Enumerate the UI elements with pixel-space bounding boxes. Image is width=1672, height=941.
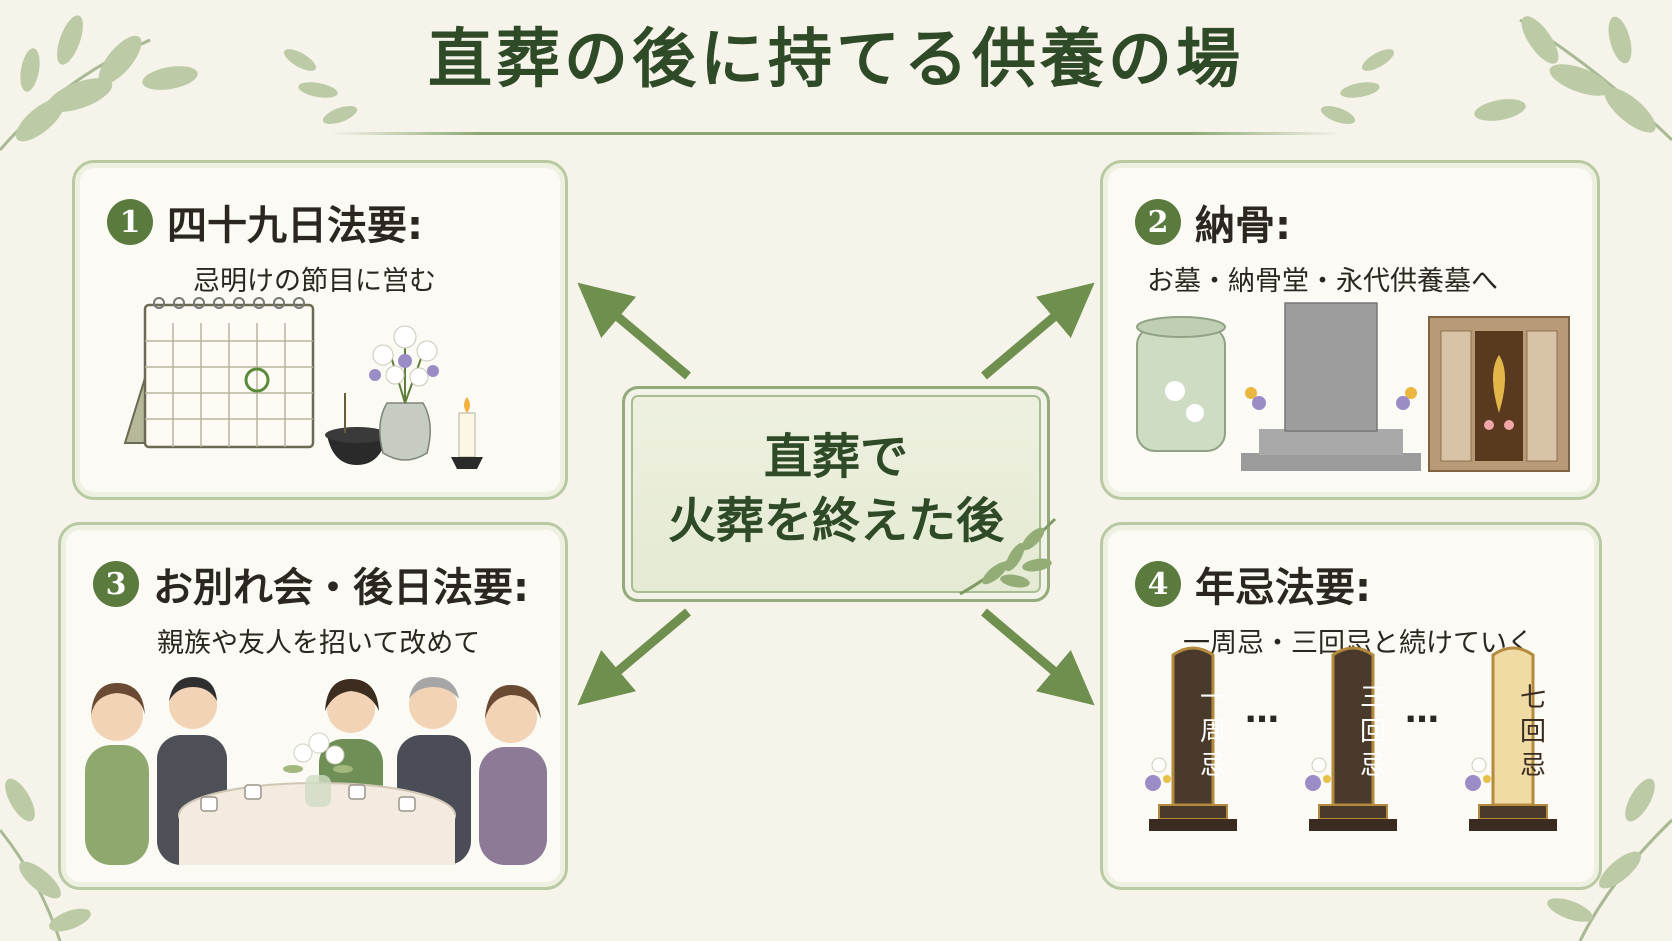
center-line-2: 火葬を終えた後 [667,493,1004,549]
arrow-to-card-3 [577,608,691,706]
card-3-title: お別れ会・後日法要: [153,565,529,611]
ellipsis-2: … [1405,691,1439,731]
card-owakarekai: 3 お別れ会・後日法要: 親族や友人を招いて改めて [58,522,568,890]
incense-burner-icon [325,393,389,465]
arrow-to-card-1 [577,282,691,380]
card-3-subtitle: 親族や友人を招いて改めて [157,628,481,659]
card-1-subtitle: 忌明けの節目に営む [193,266,436,297]
card-2-subtitle: お墓・納骨堂・永代供養墓へ [1147,266,1498,297]
card-2-header: 2 納骨: [1135,193,1291,251]
tablet-label-3: 七回忌 [1519,683,1546,781]
tablets-illustration [1145,646,1557,831]
number-badge: 1 [107,199,153,245]
title-area: 直葬の後に持てる供養の場 [0,22,1672,99]
memorial-tablet-icon [1469,646,1557,831]
tablet-label-1: 一周忌 [1199,683,1226,781]
tablet-label-2: 三回忌 [1359,683,1386,781]
card-nenki: 4 年忌法要: 一周忌・三回忌と続けていく 一周忌 三回忌 七回忌 … … [1100,522,1602,890]
card-1-title: 四十九日法要: [167,203,423,249]
calendar-icon [123,297,315,449]
card-shijuukunichi: 1 四十九日法要: 忌明けの節目に営む [72,160,568,500]
title-underline [330,132,1340,135]
card-2-title: 納骨: [1195,203,1291,249]
center-leaf-sprig [959,517,1057,596]
urn-grave-altar-illustration [1136,302,1570,472]
person-icon [85,683,149,865]
person-icon [479,685,547,865]
ellipsis-1: … [1245,691,1279,731]
buddhist-altar-icon [1428,316,1570,472]
memorial-tablet-icon [1149,646,1237,831]
arrow-to-card-2 [981,282,1095,380]
calendar-flowers-candle-illustration [123,297,483,469]
card-4-title: 年忌法要: [1195,565,1371,611]
gathering-illustration [85,677,547,865]
page-title: 直葬の後に持てる供養の場 [428,22,1244,97]
urn-icon [1136,316,1226,452]
gravestone-icon [1241,302,1421,471]
flower-vase-icon [369,325,439,461]
teacup-icon [200,784,416,812]
card-nokotsu: 2 納骨: お墓・納骨堂・永代供養墓へ [1100,160,1600,500]
center-box: 直葬で 火葬を終えた後 [622,386,1057,602]
number-badge: 2 [1135,199,1181,245]
candle-icon [451,397,483,469]
arrow-to-card-4 [981,608,1095,706]
center-line-1: 直葬で [763,429,908,485]
memorial-tablet-icon [1309,646,1397,831]
flower-icon [1145,757,1491,791]
card-3-header: 3 お別れ会・後日法要: [93,555,529,613]
card-4-header: 4 年忌法要: [1135,555,1371,613]
table-flowers-icon [283,732,353,807]
card-1-header: 1 四十九日法要: [107,193,423,251]
number-badge: 4 [1135,561,1181,607]
number-badge: 3 [93,561,139,607]
